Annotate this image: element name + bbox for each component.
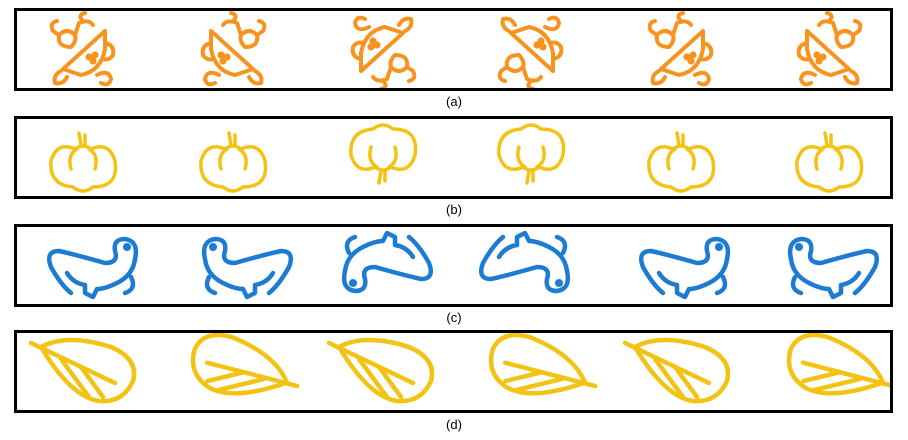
dinosaur-icon bbox=[204, 239, 291, 297]
caption-a: (a) bbox=[446, 94, 462, 109]
dinosaur-icon bbox=[49, 239, 136, 297]
panel-a bbox=[14, 8, 893, 91]
leaf-icon bbox=[181, 333, 299, 410]
panel-c bbox=[14, 224, 893, 307]
panel-b bbox=[14, 116, 893, 199]
row-d-svg bbox=[17, 333, 890, 410]
pumpkin-icon bbox=[199, 131, 268, 193]
leaf-icon bbox=[625, 340, 728, 401]
ornament-fruit-icon bbox=[647, 11, 714, 87]
caption-d: (d) bbox=[446, 417, 462, 432]
pumpkin-icon bbox=[795, 131, 864, 193]
ornament-fruit-icon bbox=[350, 15, 417, 88]
ornament-fruit-icon bbox=[49, 11, 116, 87]
dinosaur-icon bbox=[344, 233, 431, 291]
row-b-svg bbox=[49, 123, 864, 193]
dinosaur-icon bbox=[641, 239, 728, 297]
leaf-icon bbox=[479, 333, 597, 410]
leaf-icon bbox=[777, 333, 890, 410]
pumpkin-icon bbox=[647, 131, 716, 193]
ornament-fruit-icon bbox=[796, 11, 863, 87]
dinosaur-icon bbox=[790, 239, 877, 297]
caption-b: (b) bbox=[446, 202, 462, 217]
row-c-svg bbox=[17, 227, 890, 304]
row-a-svg bbox=[49, 11, 863, 88]
ornament-fruit-icon bbox=[200, 11, 267, 87]
panel-d bbox=[14, 330, 893, 413]
dinosaur-icon bbox=[481, 233, 568, 291]
pumpkin-icon bbox=[349, 123, 418, 185]
pumpkin-icon bbox=[497, 123, 566, 185]
leaf-icon bbox=[31, 340, 134, 401]
caption-c: (c) bbox=[446, 310, 462, 325]
ornament-fruit-icon bbox=[497, 15, 564, 88]
pumpkin-icon bbox=[49, 131, 118, 193]
leaf-icon bbox=[329, 340, 432, 401]
